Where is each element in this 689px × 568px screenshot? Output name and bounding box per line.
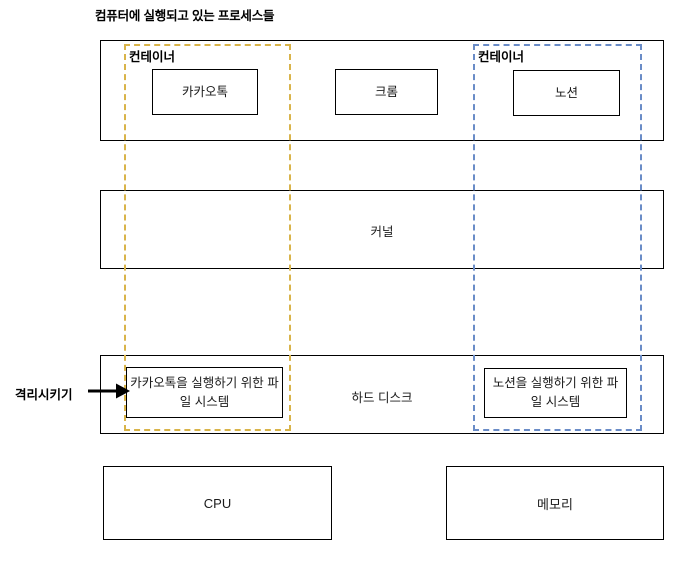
filesystem-box-kakaotalk[interactable]: 카카오톡을 실행하기 위한 파일 시스템 [126, 367, 283, 418]
filesystem-box-notion[interactable]: 노션을 실행하기 위한 파일 시스템 [484, 368, 627, 418]
hardware-label-cpu: CPU [203, 495, 232, 511]
page-title: 컴퓨터에 실행되고 있는 프로세스들 [95, 9, 275, 23]
right-arrow-icon [88, 380, 132, 402]
process-label-notion: 노션 [554, 85, 578, 100]
kernel-label: 커널 [370, 225, 394, 239]
disk-label: 하드 디스크 [351, 391, 413, 405]
isolation-annotation-label: 격리시키기 [15, 388, 73, 402]
process-label-kakaotalk: 카카오톡 [181, 84, 228, 99]
process-layer-box [100, 40, 664, 141]
container-left-caption: 컨테이너 [128, 50, 177, 64]
process-box-chrome[interactable]: 크롬 [335, 69, 438, 115]
filesystem-label-notion: 노션을 실행하기 위한 파일 시스템 [492, 376, 619, 409]
disk-layer-box: 하드 디스크 [100, 355, 664, 434]
process-box-notion[interactable]: 노션 [513, 70, 620, 116]
container-right-caption: 컨테이너 [477, 50, 526, 64]
process-box-kakaotalk[interactable]: 카카오톡 [152, 69, 258, 115]
kernel-layer-box: 커널 [100, 190, 664, 269]
process-label-chrome: 크롬 [374, 84, 398, 99]
filesystem-label-kakaotalk: 카카오톡을 실행하기 위한 파일 시스템 [130, 375, 279, 409]
hardware-label-memory: 메모리 [537, 496, 573, 512]
hardware-box-cpu[interactable]: CPU [103, 466, 332, 540]
hardware-box-memory[interactable]: 메모리 [446, 466, 664, 540]
